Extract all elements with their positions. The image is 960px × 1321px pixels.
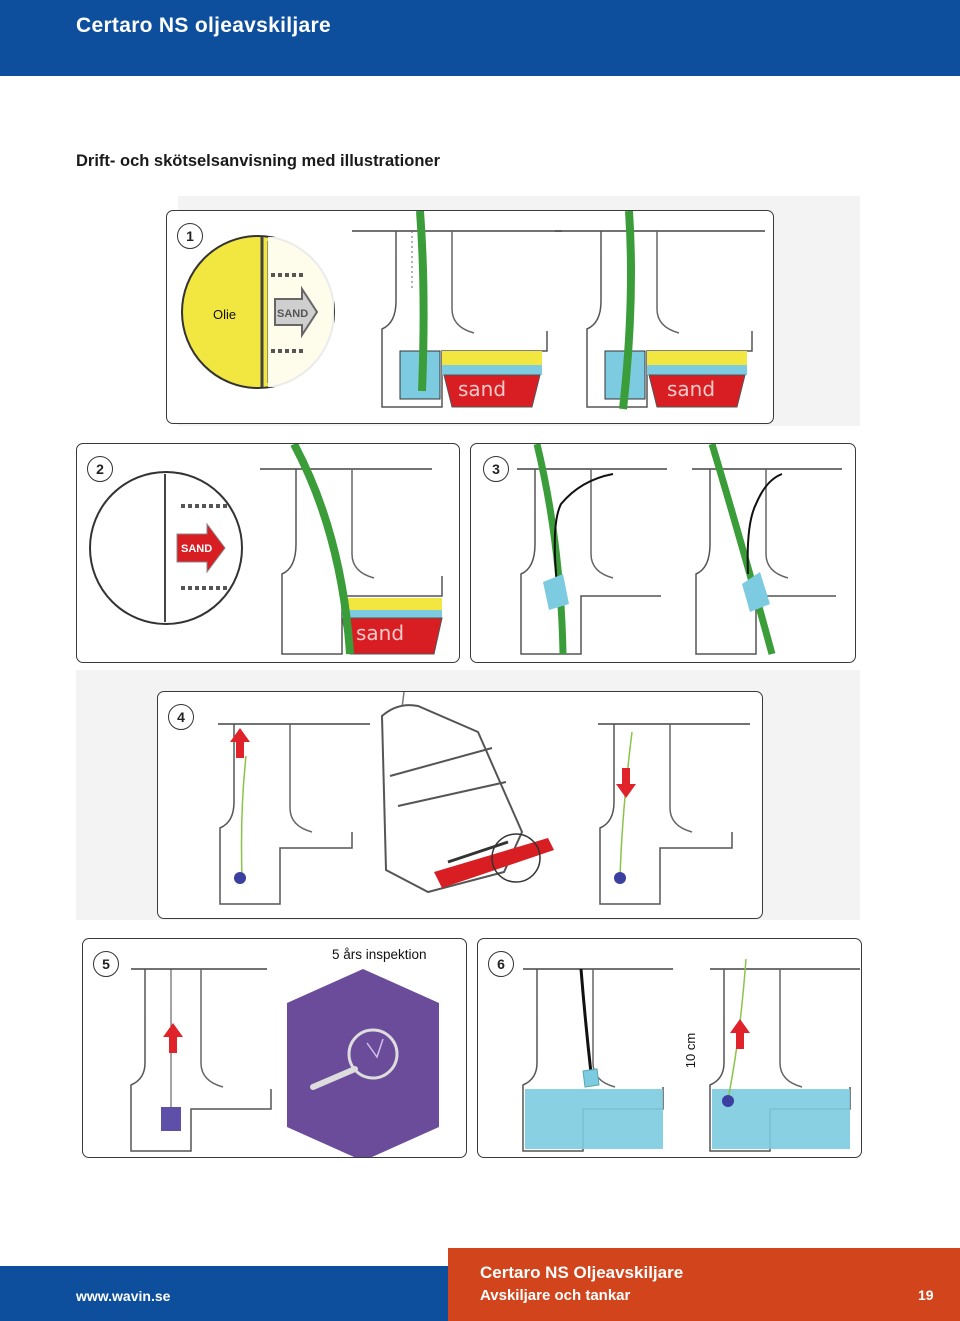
footer-title: Certaro NS Oljeavskiljare xyxy=(480,1263,684,1282)
step-number-4: 4 xyxy=(168,704,194,730)
page-title: Certaro NS oljeavskiljare xyxy=(76,14,331,37)
footer-url[interactable]: www.wavin.se xyxy=(76,1288,171,1304)
footer-orange-band xyxy=(448,1248,960,1321)
panel-step-1: SAND sand sand 1 Olie xyxy=(166,210,774,424)
page-number: 19 xyxy=(918,1287,934,1303)
sand-sign-text: SAND xyxy=(277,308,308,320)
panel-4-illustration xyxy=(218,692,750,905)
panel-step-5: 5 5 års inspektion xyxy=(82,938,467,1158)
sand-sign-text: SAND xyxy=(181,543,212,555)
panel-step-3: 3 xyxy=(470,443,856,663)
panel-step-4: 4 xyxy=(157,691,763,919)
oil-label: Olie xyxy=(213,307,237,322)
step-number-3: 3 xyxy=(483,456,509,482)
panel-3-illustration xyxy=(517,444,842,655)
panel-step-6: 6 10 cm xyxy=(477,938,862,1158)
sand-label: sand xyxy=(356,621,404,645)
sand-label: sand xyxy=(667,377,715,401)
step-number-6: 6 xyxy=(488,951,514,977)
depth-label: 10 cm xyxy=(683,1032,699,1069)
footer-blue-band xyxy=(0,1266,470,1321)
panel-5-illustration xyxy=(130,968,439,1157)
section-subtitle: Drift- och skötselsanvisning med illustr… xyxy=(76,152,440,170)
header-bar: Certaro NS oljeavskiljare xyxy=(0,0,960,76)
step-number-1: 1 xyxy=(177,223,203,249)
sand-label: sand xyxy=(458,377,506,401)
footer-subtitle: Avskiljare och tankar xyxy=(480,1287,631,1304)
panel-step-2: SAND sand 2 xyxy=(76,443,460,663)
panel-6-illustration xyxy=(522,958,860,1152)
inspection-caption: 5 års inspektion xyxy=(332,947,427,962)
panel-2-illustration: SAND sand xyxy=(89,444,443,655)
step-number-5: 5 xyxy=(93,951,119,977)
panel-1-illustration: SAND sand sand xyxy=(181,211,765,410)
step-number-2: 2 xyxy=(87,456,113,482)
